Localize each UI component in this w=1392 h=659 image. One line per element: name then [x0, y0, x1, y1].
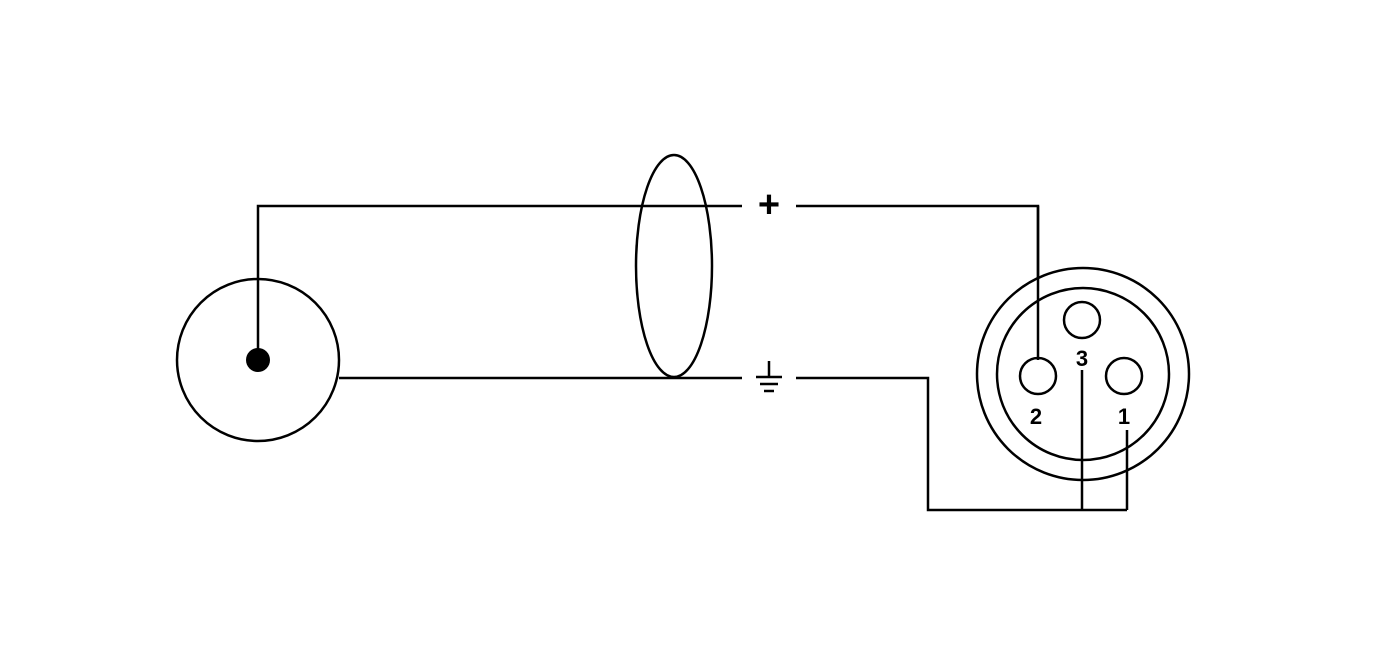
- plus-symbol: +: [758, 184, 780, 226]
- signal-wire-left: [256, 204, 742, 360]
- xlr-pin-1: [1104, 356, 1144, 396]
- xlr-pin-3: [1062, 300, 1102, 340]
- ground-icon: [756, 361, 782, 393]
- cable-shield: [634, 153, 714, 379]
- pin-label-2: 2: [1030, 404, 1042, 429]
- xlr-pin-2: [1018, 356, 1058, 396]
- ground-wire-right: [796, 376, 1127, 512]
- pin-label-1: 1: [1118, 404, 1130, 429]
- pin-label-3: 3: [1076, 346, 1088, 371]
